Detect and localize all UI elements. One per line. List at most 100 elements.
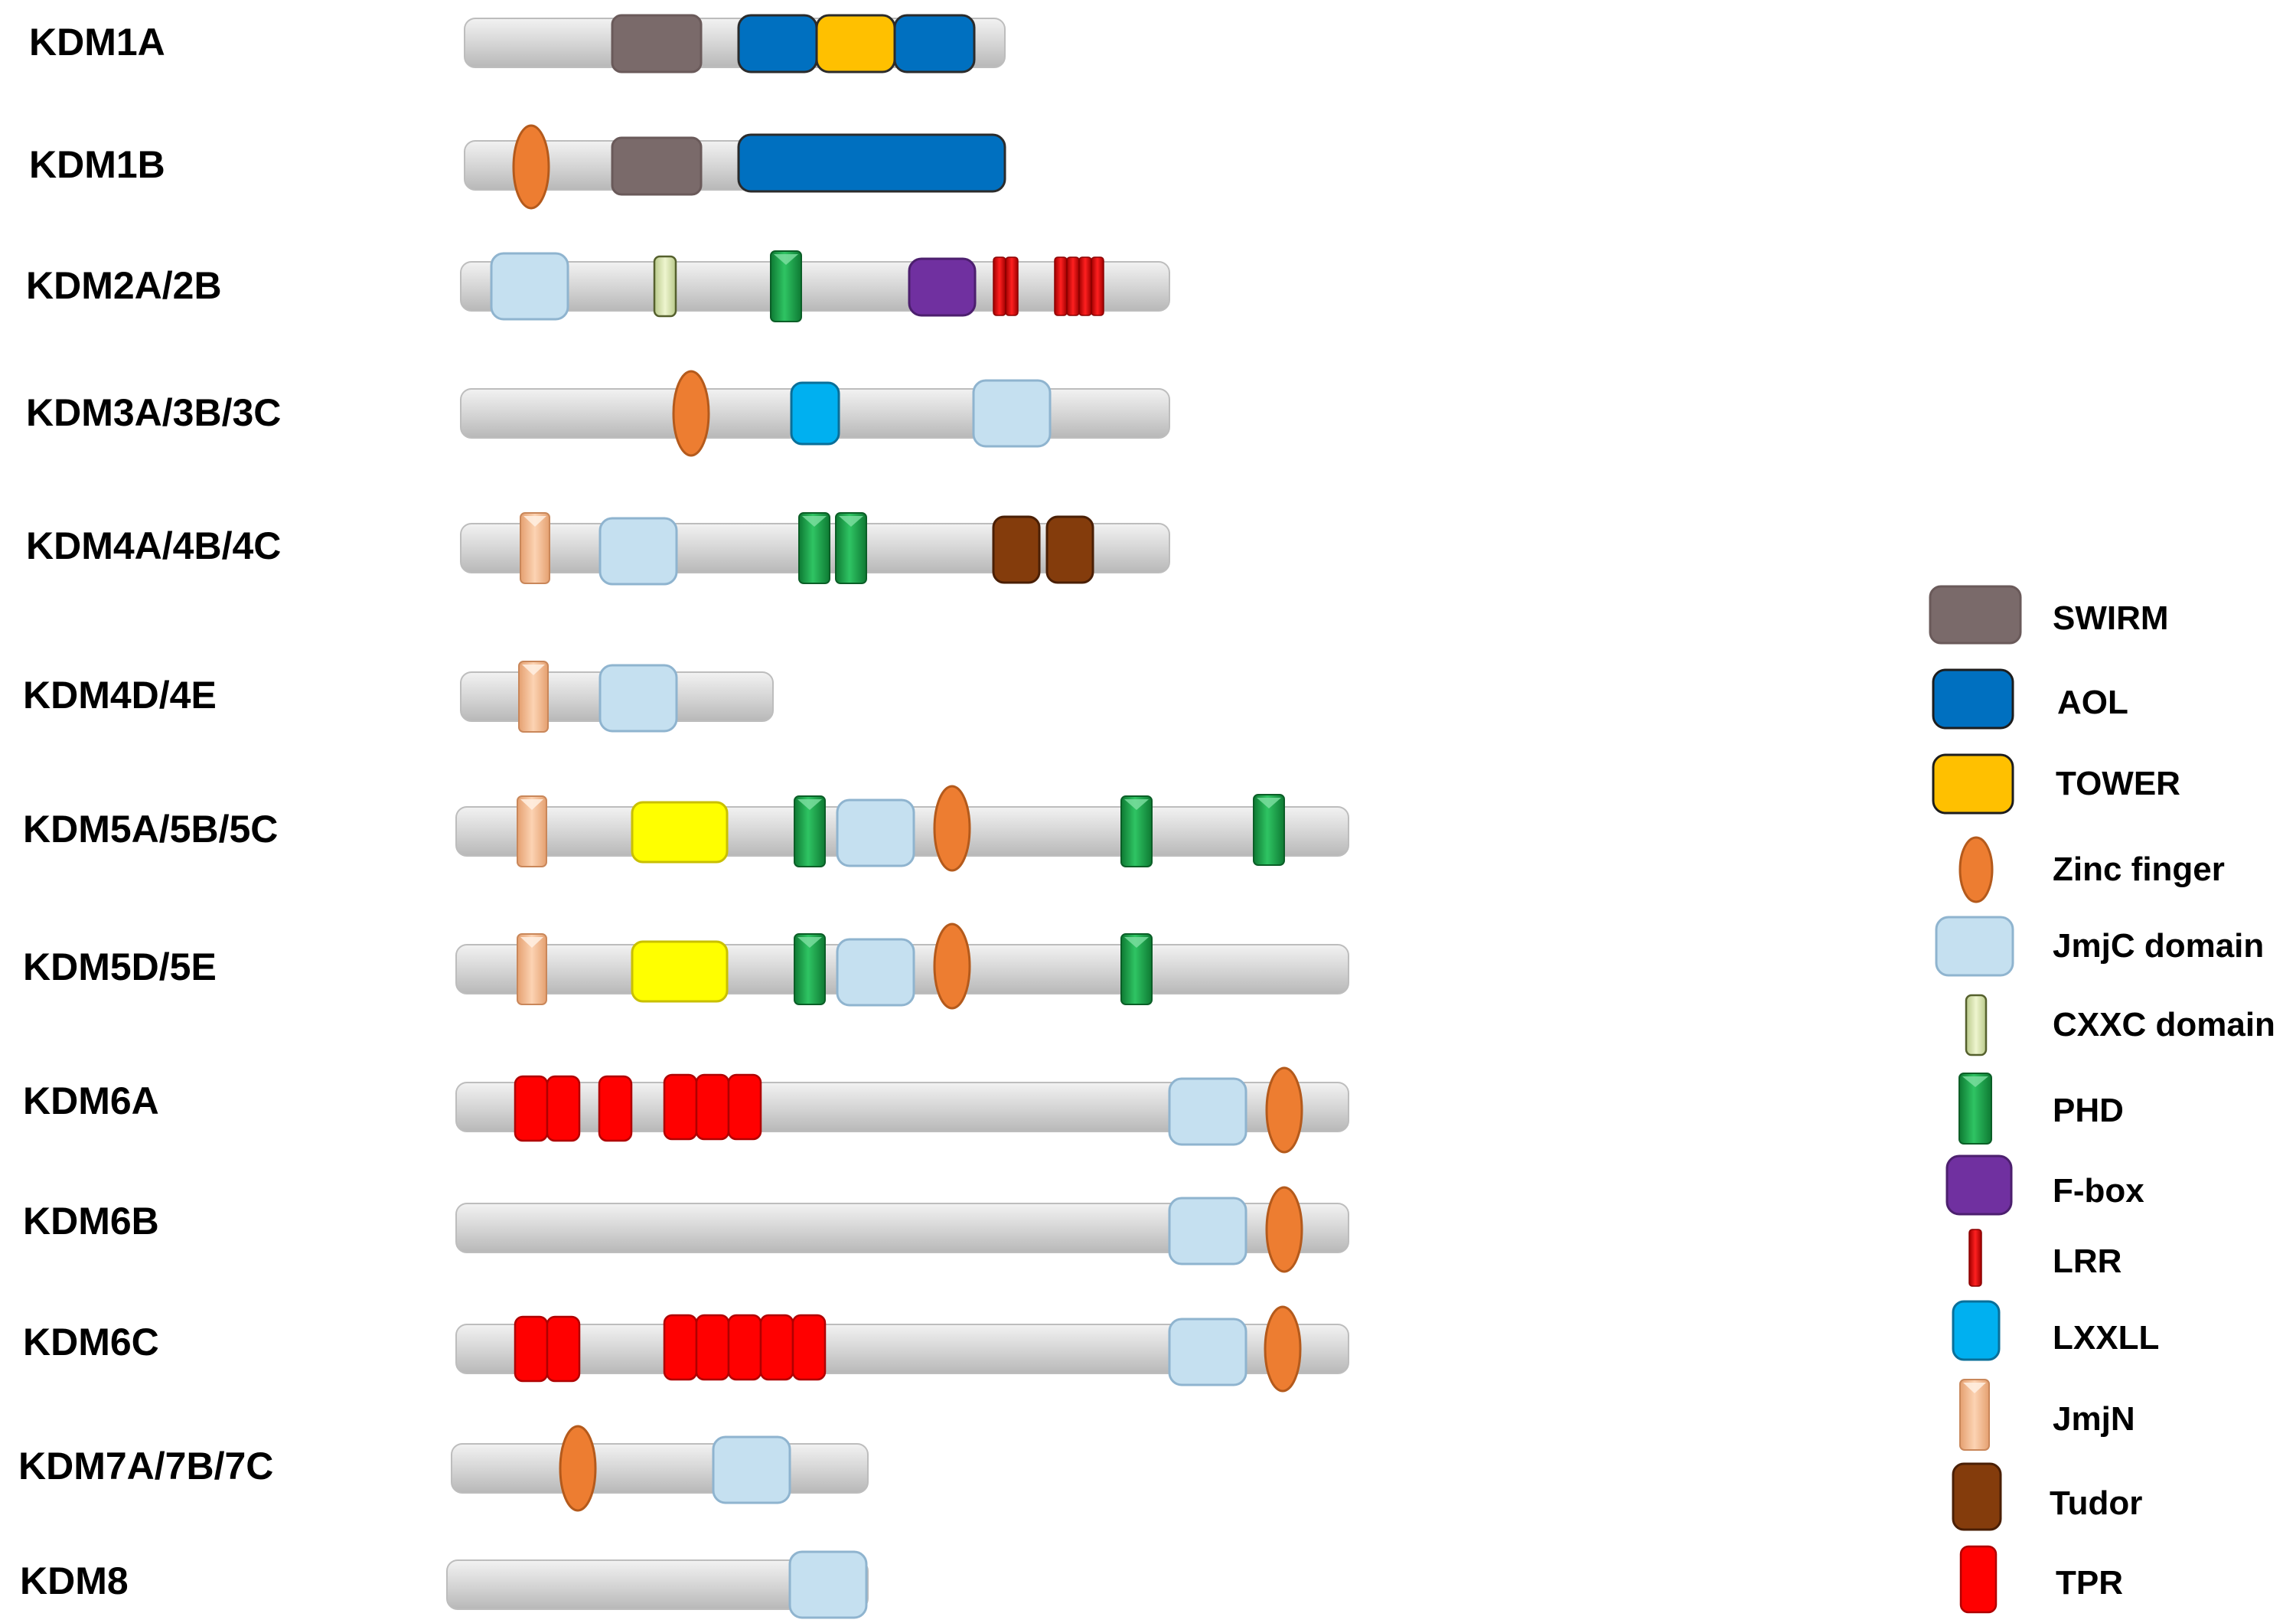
kdm5abc-jmjn-bevel (520, 799, 543, 810)
legend-label-swirm: SWIRM (2053, 599, 2169, 637)
kdm1b-zinc-finger (512, 124, 550, 210)
legend-swatch-jmjc (1935, 916, 2014, 977)
kdm5abc-phd-2-bevel (1124, 799, 1149, 810)
legend-label-tpr: TPR (2056, 1564, 2123, 1602)
kdm6a-tpr-5 (695, 1073, 730, 1141)
kdm6c-tpr-7 (791, 1314, 827, 1381)
kdm4abc-phd-2-body (835, 512, 867, 584)
protein-label-kdm8: KDM8 (20, 1559, 129, 1602)
kdm8-backbone (446, 1559, 869, 1610)
legend-swatch-cxxc (1965, 994, 1988, 1056)
legend-swatch-tudor (1952, 1462, 2002, 1531)
legend-swatch-jmjn-body (1959, 1379, 1990, 1451)
kdm4abc-jmjn (520, 512, 550, 584)
kdm5abc-phd-2 (1120, 795, 1153, 867)
protein-label-kdm6c: KDM6C (23, 1321, 159, 1363)
kdm6c-zinc-finger (1264, 1305, 1302, 1393)
legend: SWIRM AOL TOWER Zinc finger JmjC domain … (2050, 599, 2275, 1602)
legend-symbols (1929, 585, 2022, 1614)
kdm2-lrr-6 (1091, 256, 1104, 316)
legend-swatch-fbox (1945, 1154, 2013, 1216)
kdm6a-tpr-1 (514, 1075, 549, 1142)
protein-label-kdm1b: KDM1B (29, 143, 165, 186)
kdm1a-aol-2 (893, 14, 976, 73)
legend-label-fbox: F-box (2053, 1172, 2144, 1210)
kdm8-jmjc (788, 1550, 868, 1619)
protein-label-kdm3: KDM3A/3B/3C (26, 391, 281, 434)
legend-label-lrr: LRR (2053, 1243, 2122, 1280)
kdm6b-backbone (455, 1203, 1349, 1253)
kdm4abc-jmjn-body (520, 512, 550, 584)
kdm1b-aol (737, 133, 1006, 193)
kdm2-phd-bevel (774, 254, 798, 265)
kdm5abc-jmjn (517, 795, 547, 867)
kdm7-zinc-finger (559, 1425, 597, 1512)
legend-swatch-phd-body (1958, 1073, 1992, 1145)
protein-label-kdm6b: KDM6B (23, 1200, 159, 1243)
legend-label-lxxll: LXXLL (2053, 1319, 2159, 1357)
kdm6a-tpr-6 (727, 1073, 762, 1141)
legend-label-cxxc: CXXC domain (2053, 1006, 2275, 1043)
legend-swatch-swirm (1929, 585, 2022, 645)
protein-label-kdm1a: KDM1A (29, 21, 165, 64)
kdm4de-jmjc (598, 664, 678, 733)
kdm5abc-zinc-finger (933, 785, 971, 872)
kdm6c-tpr-6 (759, 1314, 794, 1381)
kdm4abc-tudor-2 (1045, 515, 1094, 584)
legend-swatch-jmjn (1959, 1379, 1990, 1451)
kdm6c-tpr-1 (514, 1315, 549, 1383)
kdm2-fbox (908, 257, 977, 317)
kdm6c-tpr-2 (546, 1315, 581, 1383)
legend-swatch-tpr (1959, 1545, 1998, 1614)
protein-labels: KDM1A KDM1B KDM2A/2B KDM3A/3B/3C KDM4A/4… (18, 21, 281, 1602)
kdm6c-tpr-3 (663, 1314, 698, 1381)
legend-swatch-zinc-finger (1958, 836, 1994, 903)
protein-label-kdm6a: KDM6A (23, 1079, 159, 1122)
kdm2-lrr-3 (1054, 256, 1068, 316)
kdm4de-jmjn (518, 661, 549, 733)
kdm3-jmjc (972, 379, 1052, 448)
kdm5de-jmjn (517, 933, 547, 1005)
kdm5de-phd-1-body (794, 933, 826, 1005)
kdm3-lxxll (790, 381, 840, 446)
kdm5abc-jmjc (836, 798, 915, 867)
kdm5de-phd-1-bevel (797, 937, 822, 948)
legend-swatch-lxxll (1952, 1300, 2001, 1361)
kdm5abc-jmjn-body (517, 795, 547, 867)
kdm6a-jmjc (1168, 1077, 1247, 1146)
legend-swatch-phd (1958, 1073, 1992, 1145)
legend-label-zinc-finger: Zinc finger (2053, 851, 2225, 888)
kdm5de-jmjn-bevel (520, 937, 543, 948)
kdm2-jmjc (490, 252, 569, 321)
legend-label-jmjc: JmjC domain (2053, 927, 2264, 965)
kdm3-zinc-finger (672, 370, 710, 457)
kdm4abc-phd-1-bevel (802, 516, 827, 527)
legend-label-jmjn: JmjN (2053, 1400, 2135, 1438)
kdm5de-jmjc (836, 938, 915, 1007)
kdm6c-tpr-5 (727, 1314, 762, 1381)
kdm2-lrr-5 (1078, 256, 1092, 316)
kdm6c-jmjc (1168, 1318, 1247, 1386)
protein-label-kdm5de: KDM5D/5E (23, 945, 217, 988)
legend-label-phd: PHD (2053, 1092, 2124, 1129)
kdm4de-jmjn-body (518, 661, 549, 733)
kdm1a-aol-1 (737, 14, 818, 73)
kdm5de-zinc-finger (933, 923, 971, 1010)
kdm6a-zinc-finger (1265, 1066, 1303, 1154)
kdm2-phd-body (770, 250, 802, 322)
protein-label-kdm7: KDM7A/7B/7C (18, 1445, 273, 1487)
kdm5de-phd-2 (1120, 933, 1153, 1005)
kdm4abc-phd-2-bevel (839, 516, 863, 527)
legend-swatch-aol (1932, 668, 2014, 730)
kdm5de-phd-2-body (1120, 933, 1153, 1005)
kdm2-lrr-2 (1005, 256, 1019, 316)
kdm5de-phd-1 (794, 933, 826, 1005)
protein-label-kdm4abc: KDM4A/4B/4C (26, 524, 281, 567)
kdm4abc-phd-1 (798, 512, 830, 584)
kdm6a-tpr-3 (598, 1075, 633, 1142)
kdm6c-tpr-4 (695, 1314, 730, 1381)
kdm5abc-phd-3 (1253, 794, 1285, 866)
kdm5abc-phd-1 (794, 795, 826, 867)
legend-label-aol: AOL (2057, 684, 2128, 721)
